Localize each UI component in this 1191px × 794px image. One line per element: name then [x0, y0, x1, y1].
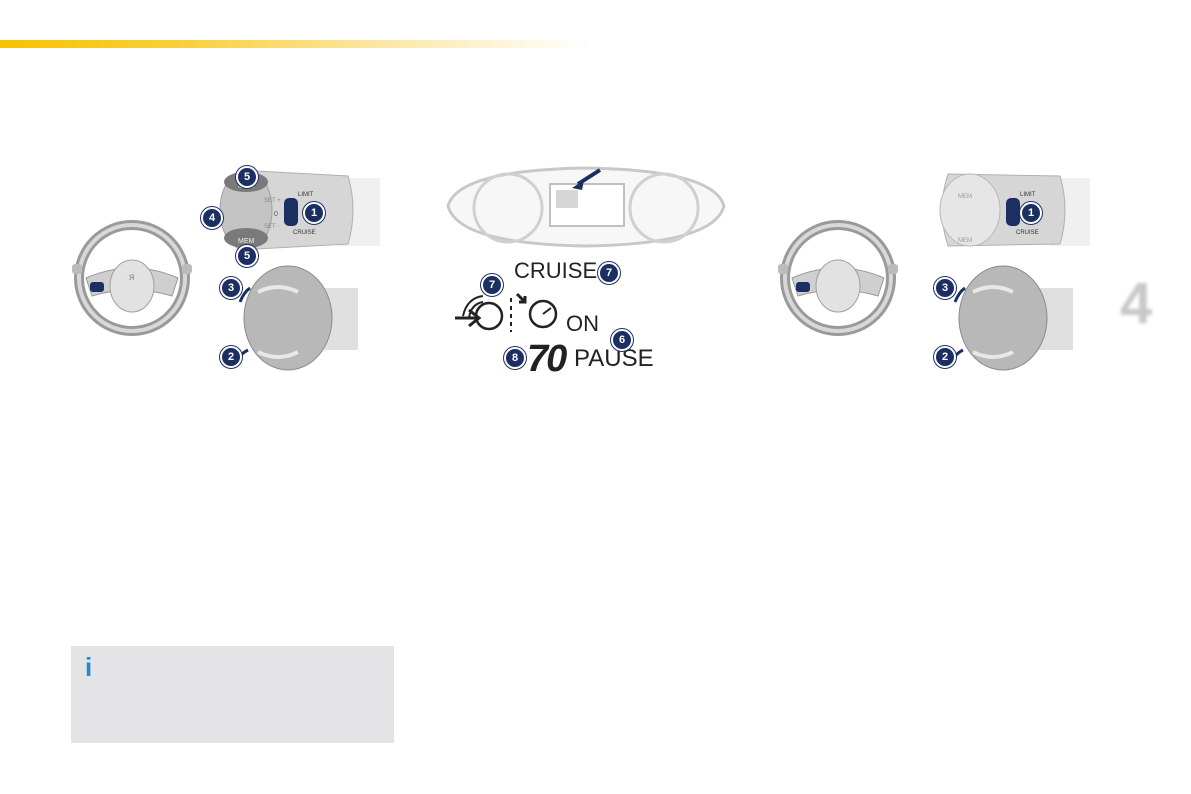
callout-5: 5: [236, 166, 258, 188]
svg-text:CRUISE: CRUISE: [293, 230, 316, 236]
steering-wheel-right: [778, 220, 898, 336]
info-icon: i: [85, 652, 93, 682]
speed-control-stalk-left: MEM MEM LIMIT CRUISE SET + SET - 0: [219, 169, 380, 251]
svg-text:LIMIT: LIMIT: [298, 192, 314, 198]
callout-4: 4: [201, 207, 223, 229]
speed-control-stalk-right: MEM MEM LIMIT CRUISE: [939, 173, 1090, 247]
display-status-on: ON: [566, 311, 599, 336]
callout-2: 2: [934, 346, 956, 368]
instrument-cluster: [446, 166, 726, 248]
svg-text:LIMIT: LIMIT: [1020, 192, 1036, 198]
svg-text:MEM: MEM: [958, 238, 972, 244]
callout-7: 7: [598, 262, 620, 284]
display-mode-label: CRUISE: [514, 258, 598, 283]
svg-text:ᴙ: ᴙ: [129, 272, 134, 283]
display-status-pause: PAUSE: [574, 345, 654, 372]
info-box: i: [71, 646, 394, 743]
chapter-number: 4: [1120, 271, 1153, 336]
callout-7: 7: [481, 274, 503, 296]
svg-text:CRUISE: CRUISE: [1016, 230, 1039, 236]
callout-2: 2: [220, 346, 242, 368]
steering-pod-left: [234, 265, 358, 371]
speed-display-icons: [455, 292, 558, 332]
svg-text:MEM: MEM: [958, 194, 972, 200]
svg-text:MEM: MEM: [238, 238, 255, 245]
svg-text:SET -: SET -: [264, 224, 279, 230]
callout-3: 3: [220, 277, 242, 299]
display-speed-value: 70: [527, 338, 567, 380]
callout-3: 3: [934, 277, 956, 299]
svg-text:0: 0: [274, 211, 278, 218]
callout-5: 5: [236, 245, 258, 267]
callout-1: 1: [1020, 202, 1042, 224]
callout-1: 1: [303, 202, 325, 224]
svg-text:SET +: SET +: [264, 198, 281, 204]
steering-wheel-left: ᴙ: [72, 220, 192, 336]
top-accent-bar: [0, 40, 590, 48]
steering-pod-right: [949, 265, 1073, 371]
callout-8: 8: [504, 347, 526, 369]
callout-6: 6: [611, 329, 633, 351]
